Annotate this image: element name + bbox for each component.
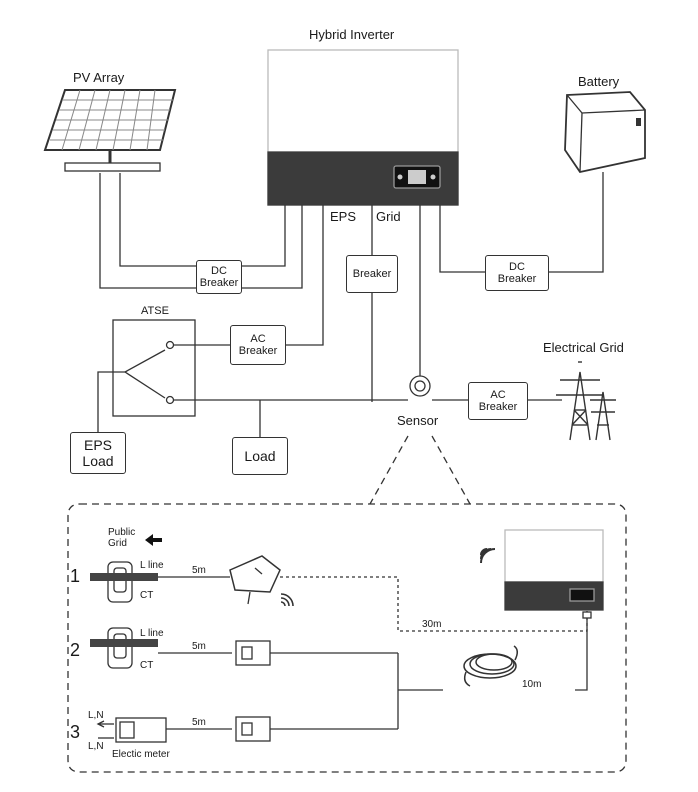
option-2-number: 2 xyxy=(70,640,81,660)
dc-breaker-battery-line2: Breaker xyxy=(497,273,537,285)
rj45-coupler-2 xyxy=(235,640,271,666)
eps-load-line2: Load xyxy=(82,453,114,469)
option-3-line-label-top: L,N xyxy=(88,710,104,721)
grid-port-label: Grid xyxy=(376,209,401,224)
breaker-grid-label: Breaker xyxy=(352,268,392,280)
battery-icon xyxy=(564,91,646,174)
battery-label: Battery xyxy=(578,74,620,89)
electric-meter-label: Electic meter xyxy=(112,749,170,760)
dc-breaker-battery-line1: DC xyxy=(509,261,525,273)
option-1-ct-label: CT xyxy=(140,590,154,601)
wifi-meter-device xyxy=(229,555,281,605)
option-2-ct-label: CT xyxy=(140,660,154,671)
ac-breaker-eps-line2: Breaker xyxy=(238,345,278,357)
rj45-coupler-3 xyxy=(235,716,271,742)
eps-load-line1: EPS xyxy=(83,437,112,453)
wifi-distance-label: 30m xyxy=(422,619,442,630)
electric-meter xyxy=(115,717,167,743)
eps-port-label: EPS xyxy=(330,209,357,224)
atse-box xyxy=(112,319,196,417)
option-2-line-label: L line xyxy=(140,628,164,639)
network-cable-icon xyxy=(463,645,518,687)
wifi-icon-meter xyxy=(280,593,294,607)
dc-breaker-pv: DC Breaker xyxy=(196,260,242,294)
option-3-line-label-bottom: L,N xyxy=(88,741,104,752)
option-3-number: 3 xyxy=(70,722,81,742)
atse-label: ATSE xyxy=(141,305,169,317)
wifi-icon xyxy=(480,548,496,564)
ac-breaker-grid-line1: AC xyxy=(490,389,506,401)
ct-clamp-2 xyxy=(90,627,158,669)
option-1-number: 1 xyxy=(70,566,81,586)
pv-array-label: PV Array xyxy=(73,70,125,85)
breaker-grid: Breaker xyxy=(346,255,398,293)
public-grid-label-2: Grid xyxy=(108,538,127,549)
ac-breaker-grid: AC Breaker xyxy=(468,382,528,420)
load-box: Load xyxy=(232,437,288,475)
sensor-detail-border xyxy=(67,503,627,773)
public-grid-arrow-icon xyxy=(145,534,162,546)
detail-inverter-body xyxy=(504,529,604,583)
option-2-cable-label: 5m xyxy=(192,641,206,652)
option-1-line-label: L line xyxy=(140,560,164,571)
dc-breaker-battery: DC Breaker xyxy=(485,255,549,291)
ac-breaker-grid-line2: Breaker xyxy=(478,401,518,413)
eps-load-box: EPS Load xyxy=(70,432,126,474)
dc-breaker-pv-line1: DC xyxy=(211,265,227,277)
ac-breaker-eps: AC Breaker xyxy=(230,325,286,365)
cable-distance-label: 10m xyxy=(522,679,542,690)
sensor-label: Sensor xyxy=(397,413,439,428)
pv-array-icon xyxy=(43,89,177,172)
ct-clamp-1 xyxy=(90,561,158,603)
option-1-cable-label: 5m xyxy=(192,565,206,576)
public-grid-label-1: Public xyxy=(108,527,136,538)
electrical-grid-label: Electrical Grid xyxy=(543,340,624,355)
dc-breaker-pv-line2: Breaker xyxy=(199,277,239,289)
load-label: Load xyxy=(244,448,276,464)
hybrid-inverter-label: Hybrid Inverter xyxy=(309,27,395,42)
option-3-cable-label: 5m xyxy=(192,717,206,728)
electrical-grid-tower-icon xyxy=(556,361,616,441)
ac-breaker-eps-line1: AC xyxy=(250,333,266,345)
